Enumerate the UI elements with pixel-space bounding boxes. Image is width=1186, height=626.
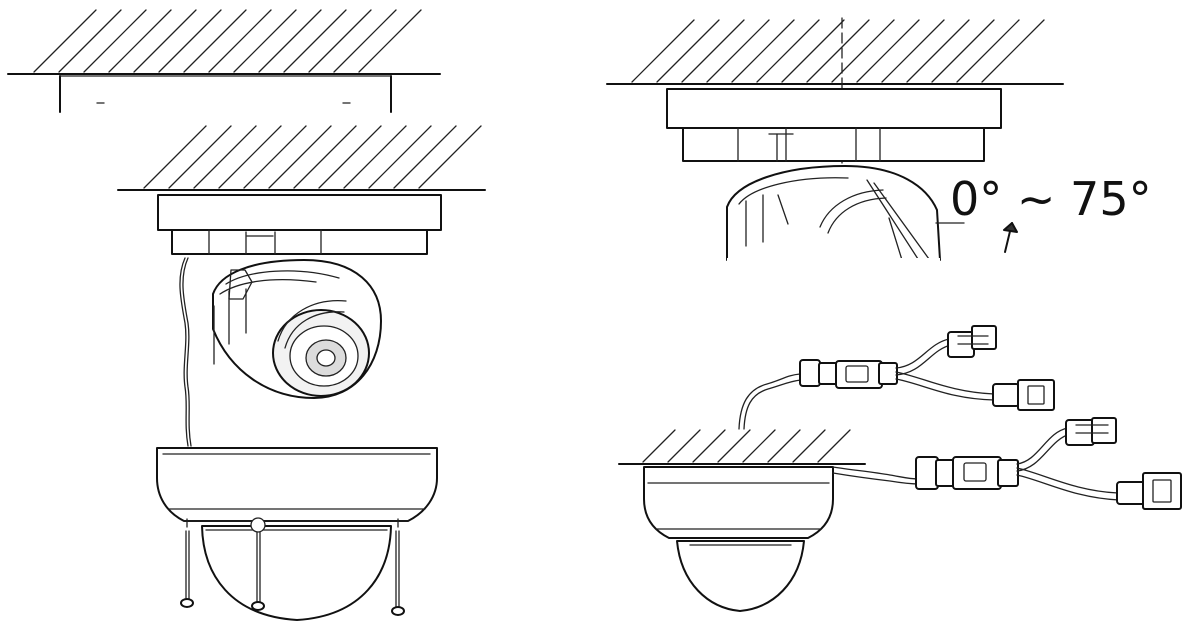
bottom-right-ceiling	[618, 429, 866, 465]
lower-cable-assembly	[832, 417, 1182, 510]
bottom-right-dome	[643, 466, 834, 612]
upper-cable-assembly	[738, 325, 1055, 430]
left-camera-head	[212, 259, 382, 399]
left-safety-cable	[179, 257, 192, 447]
partial-mounting-base	[59, 75, 392, 113]
left-mounted-base	[157, 194, 442, 255]
tilt-angle-label: 0° ~ 75°	[950, 172, 1152, 226]
top-right-ceiling	[606, 17, 1064, 213]
left-dome-cover	[156, 447, 438, 621]
bottom-left-ceiling	[117, 125, 486, 191]
top-left-ceiling	[7, 9, 441, 75]
top-right-camera	[666, 88, 1018, 264]
